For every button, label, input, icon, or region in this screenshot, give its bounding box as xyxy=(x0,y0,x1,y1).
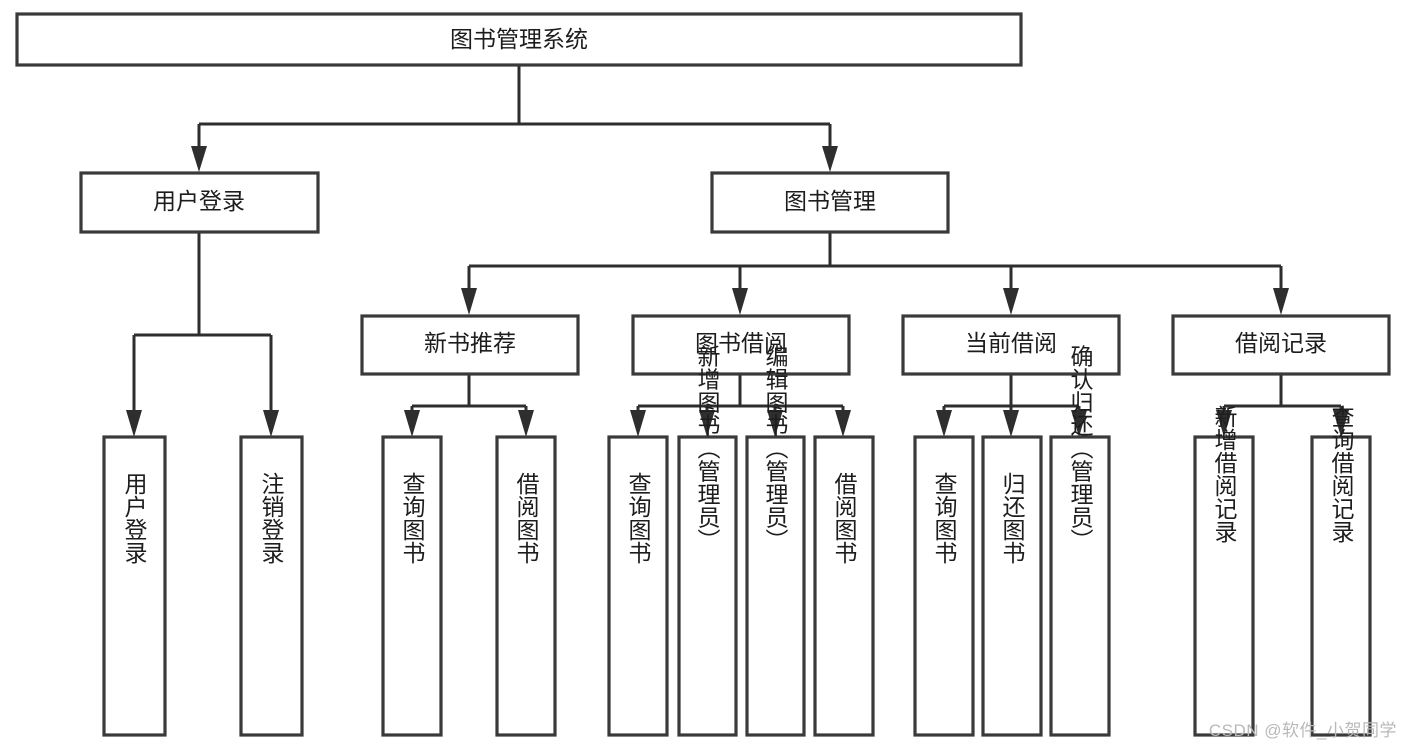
node-root-system-box[interactable] xyxy=(15,12,1023,67)
leaf-recommend-borrow-book-label: 借阅图书 xyxy=(513,472,540,564)
node-current-borrow[interactable]: 当前借阅 xyxy=(901,314,1121,376)
arrow-head-br-leaf-2 xyxy=(1333,410,1349,437)
csdn-watermark: CSDN @软件_小贺同学 xyxy=(1208,721,1397,740)
arrow-head-book-borrow xyxy=(732,288,748,315)
leaf-recommend-borrow-book[interactable]: 借阅图书 xyxy=(495,435,557,737)
arrow-head-bb-leaf-2 xyxy=(699,410,715,437)
leaf-record-query-record-label: 查询借阅记录 xyxy=(1328,405,1355,543)
leaf-recommend-query-book[interactable]: 查询图书 xyxy=(381,435,443,737)
leaf-record-query-record-box[interactable] xyxy=(1310,435,1372,737)
leaf-borrow-add-book[interactable]: 新增图书（管理员） xyxy=(677,345,738,737)
node-user-login-box[interactable] xyxy=(79,171,320,234)
leaf-borrow-add-book-label: 新增图书（管理员） xyxy=(694,345,721,552)
arrow-head-leaf-user-login xyxy=(126,410,142,437)
arrow-head-current-borrow xyxy=(1003,288,1019,315)
arrow-head-leaf-logout xyxy=(263,410,279,437)
leaf-recommend-query-book-label: 查询图书 xyxy=(399,472,426,564)
leaf-borrow-query-book-label: 查询图书 xyxy=(625,472,652,564)
node-book-borrow[interactable]: 图书借阅 xyxy=(631,314,851,376)
leaf-record-add-record-box[interactable] xyxy=(1193,435,1255,737)
leaf-current-query-book-box[interactable] xyxy=(913,435,975,737)
arrow-head-cb-leaf-1 xyxy=(936,410,952,437)
connector-group-borrow-record xyxy=(1216,374,1349,437)
leaf-borrow-edit-book-box[interactable] xyxy=(745,435,806,737)
node-borrow-record-label: 借阅记录 xyxy=(1235,330,1327,356)
connector-group-book-mgmt xyxy=(461,232,1289,315)
node-book-borrow-label: 图书借阅 xyxy=(695,330,787,356)
node-current-borrow-label: 当前借阅 xyxy=(965,330,1057,356)
leaf-user-login-logout-box[interactable] xyxy=(239,435,304,737)
leaf-borrow-borrow-book-box[interactable] xyxy=(813,435,875,737)
leaf-user-login-login[interactable]: 用户登录 xyxy=(102,435,167,737)
node-current-borrow-box[interactable] xyxy=(901,314,1121,376)
leaf-borrow-edit-book[interactable]: 编辑图书（管理员） xyxy=(745,345,806,737)
leaf-current-return-book[interactable]: 归还图书 xyxy=(981,435,1043,737)
leaf-user-login-login-box[interactable] xyxy=(102,435,167,737)
node-user-login-label: 用户登录 xyxy=(153,188,245,214)
node-book-borrow-box[interactable] xyxy=(631,314,851,376)
connector-group-new-book-recommend xyxy=(404,374,534,437)
connector-group-book-borrow xyxy=(630,374,851,437)
connector-group-user-login xyxy=(126,232,279,437)
node-book-management[interactable]: 图书管理 xyxy=(710,171,950,234)
leaf-borrow-query-book-box[interactable] xyxy=(607,435,669,737)
node-new-book-recommend-label: 新书推荐 xyxy=(424,330,516,356)
leaf-record-add-record[interactable]: 新增借阅记录 xyxy=(1193,405,1255,737)
arrow-head-bb-leaf-1 xyxy=(630,410,646,437)
arrow-head-nbr-leaf-1 xyxy=(404,410,420,437)
arrow-head-br-leaf-1 xyxy=(1216,410,1232,437)
node-book-management-label: 图书管理 xyxy=(784,188,876,214)
leaf-current-return-book-box[interactable] xyxy=(981,435,1043,737)
leaf-borrow-edit-book-label: 编辑图书（管理员） xyxy=(762,345,789,552)
leaf-recommend-query-book-box[interactable] xyxy=(381,435,443,737)
leaf-user-login-logout-label: 注销登录 xyxy=(258,472,285,564)
arrow-head-user-login xyxy=(191,146,207,172)
node-new-book-recommend[interactable]: 新书推荐 xyxy=(360,314,580,376)
leaf-record-query-record[interactable]: 查询借阅记录 xyxy=(1310,405,1372,737)
leaf-current-confirm-return-box[interactable] xyxy=(1049,435,1111,737)
leaf-borrow-borrow-book-label: 借阅图书 xyxy=(831,472,858,564)
leaf-borrow-add-book-box[interactable] xyxy=(677,435,738,737)
leaf-user-login-logout[interactable]: 注销登录 xyxy=(239,435,304,737)
arrow-head-bb-leaf-4 xyxy=(835,410,851,437)
leaf-current-query-book[interactable]: 查询图书 xyxy=(913,435,975,737)
arrow-head-borrow-record xyxy=(1273,288,1289,315)
leaf-borrow-query-book[interactable]: 查询图书 xyxy=(607,435,669,737)
connector-group-root xyxy=(191,65,838,172)
node-borrow-record-box[interactable] xyxy=(1171,314,1391,376)
arrow-head-book-mgmt xyxy=(822,146,838,172)
leaf-borrow-borrow-book[interactable]: 借阅图书 xyxy=(813,435,875,737)
arrow-head-cb-leaf-2 xyxy=(1003,410,1019,437)
leaf-current-return-book-label: 归还图书 xyxy=(999,472,1026,564)
leaf-current-confirm-return-label: 确认归还（管理员） xyxy=(1067,345,1094,552)
arrow-head-new-book-recommend xyxy=(461,288,477,315)
arrow-head-nbr-leaf-2 xyxy=(518,410,534,437)
node-user-login[interactable]: 用户登录 xyxy=(79,171,320,234)
leaf-user-login-login-label: 用户登录 xyxy=(121,472,148,564)
connector-group-current-borrow xyxy=(936,374,1087,437)
node-borrow-record[interactable]: 借阅记录 xyxy=(1171,314,1391,376)
leaf-record-add-record-label: 新增借阅记录 xyxy=(1211,405,1238,543)
node-new-book-recommend-box[interactable] xyxy=(360,314,580,376)
node-book-management-box[interactable] xyxy=(710,171,950,234)
arrow-head-cb-leaf-3 xyxy=(1071,410,1087,437)
node-root-system[interactable]: 图书管理系统 xyxy=(15,12,1023,67)
leaf-current-confirm-return[interactable]: 确认归还（管理员） xyxy=(1049,345,1111,737)
node-root-system-label: 图书管理系统 xyxy=(450,26,588,52)
arrow-head-bb-leaf-3 xyxy=(767,410,783,437)
leaf-current-query-book-label: 查询图书 xyxy=(931,472,958,564)
leaf-recommend-borrow-book-box[interactable] xyxy=(495,435,557,737)
